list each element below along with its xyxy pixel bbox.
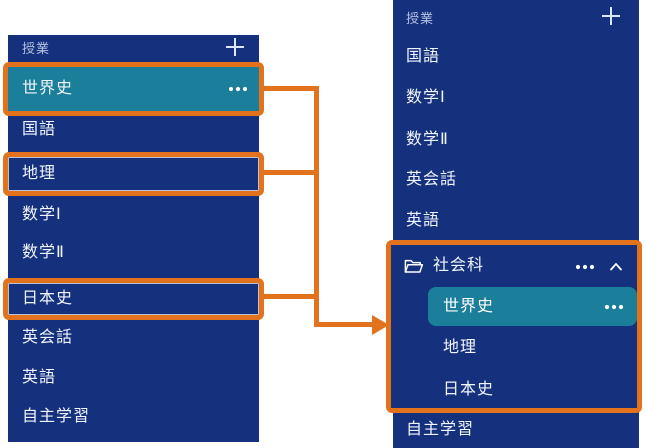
section-item-label: 地理 [443,339,478,356]
section-item-label: 数学Ⅰ [22,206,62,223]
section-item-label: 日本史 [443,381,495,398]
highlight-box-sekaishi: 世界史 [3,62,264,116]
connector-line-nihonshi [264,294,318,299]
section-item-label: 国語 [406,48,441,65]
section-item-label: 英会話 [406,171,458,188]
plus-icon [226,38,244,56]
section-item-chiri[interactable]: 地理 [8,157,259,191]
section-item-label: 英語 [406,212,441,229]
right-section-list-panel: 授業 国語 数学Ⅰ 数学Ⅱ 英会話 英語 [386,0,642,448]
section-group-shakaika: 社会科 世界史 [391,245,637,408]
highlight-box-nihonshi: 日本史 [3,278,264,320]
section-item-nihonshi[interactable]: 日本史 [391,372,637,408]
plus-icon [602,7,620,25]
connector-line-vertical [314,86,319,327]
section-item-label: 自主学習 [22,408,91,425]
section-item-jishu[interactable]: 自主学習 [8,399,259,435]
section-item-label: 自主学習 [406,421,475,438]
section-item-eigo[interactable]: 英語 [8,360,259,396]
more-options-icon[interactable] [604,304,624,310]
section-item-label: 英会話 [22,329,74,346]
section-item-label: 世界史 [443,298,495,315]
more-options-icon[interactable] [575,264,595,270]
section-item-sekaishi[interactable]: 世界史 [8,67,259,111]
highlight-box-chiri: 地理 [3,152,264,196]
section-item-sekaishi[interactable]: 世界史 [428,287,637,326]
section-item-sugaku1[interactable]: 数学Ⅰ [8,197,259,233]
section-item-eigo[interactable]: 英語 [393,203,639,239]
section-item-label: 数学Ⅱ [406,131,449,148]
section-item-label: 数学Ⅰ [406,89,446,106]
section-item-label: 地理 [22,165,57,182]
section-item-chiri[interactable]: 地理 [391,330,637,366]
section-item-label: 国語 [22,121,57,138]
left-panel-title: 授業 [22,41,51,56]
section-item-eikaiwa[interactable]: 英会話 [8,320,259,356]
section-item-sugaku1[interactable]: 数学Ⅰ [393,80,639,116]
add-section-button[interactable] [224,36,246,58]
folder-icon [404,259,424,274]
group-label: 社会科 [433,257,485,274]
section-item-label: 日本史 [22,290,74,307]
highlight-box-group-shakaika: 社会科 世界史 [386,240,642,413]
add-section-button[interactable] [600,5,622,27]
right-panel-title: 授業 [406,11,435,26]
section-item-label: 数学Ⅱ [22,244,65,261]
chevron-up-icon[interactable] [609,262,623,271]
connector-line-chiri [264,170,318,175]
connector-line-sekaishi [264,86,318,91]
section-item-eikaiwa[interactable]: 英会話 [393,162,639,198]
section-item-jishu[interactable]: 自主学習 [393,412,639,448]
more-options-icon[interactable] [228,86,248,92]
connector-line-to-group [314,322,374,327]
section-item-label: 英語 [22,369,57,386]
group-header-shakaika[interactable]: 社会科 [391,247,637,285]
section-item-nihonshi[interactable]: 日本史 [8,283,259,315]
arrowhead-icon [372,315,389,335]
left-section-list-panel: 授業 世界史 国語 地理 [3,35,264,442]
section-item-kokugo[interactable]: 国語 [8,112,259,148]
section-item-label: 世界史 [22,80,74,97]
section-item-sugaku2[interactable]: 数学Ⅱ [393,122,639,158]
section-item-kokugo[interactable]: 国語 [393,39,639,75]
section-item-sugaku2[interactable]: 数学Ⅱ [8,235,259,271]
